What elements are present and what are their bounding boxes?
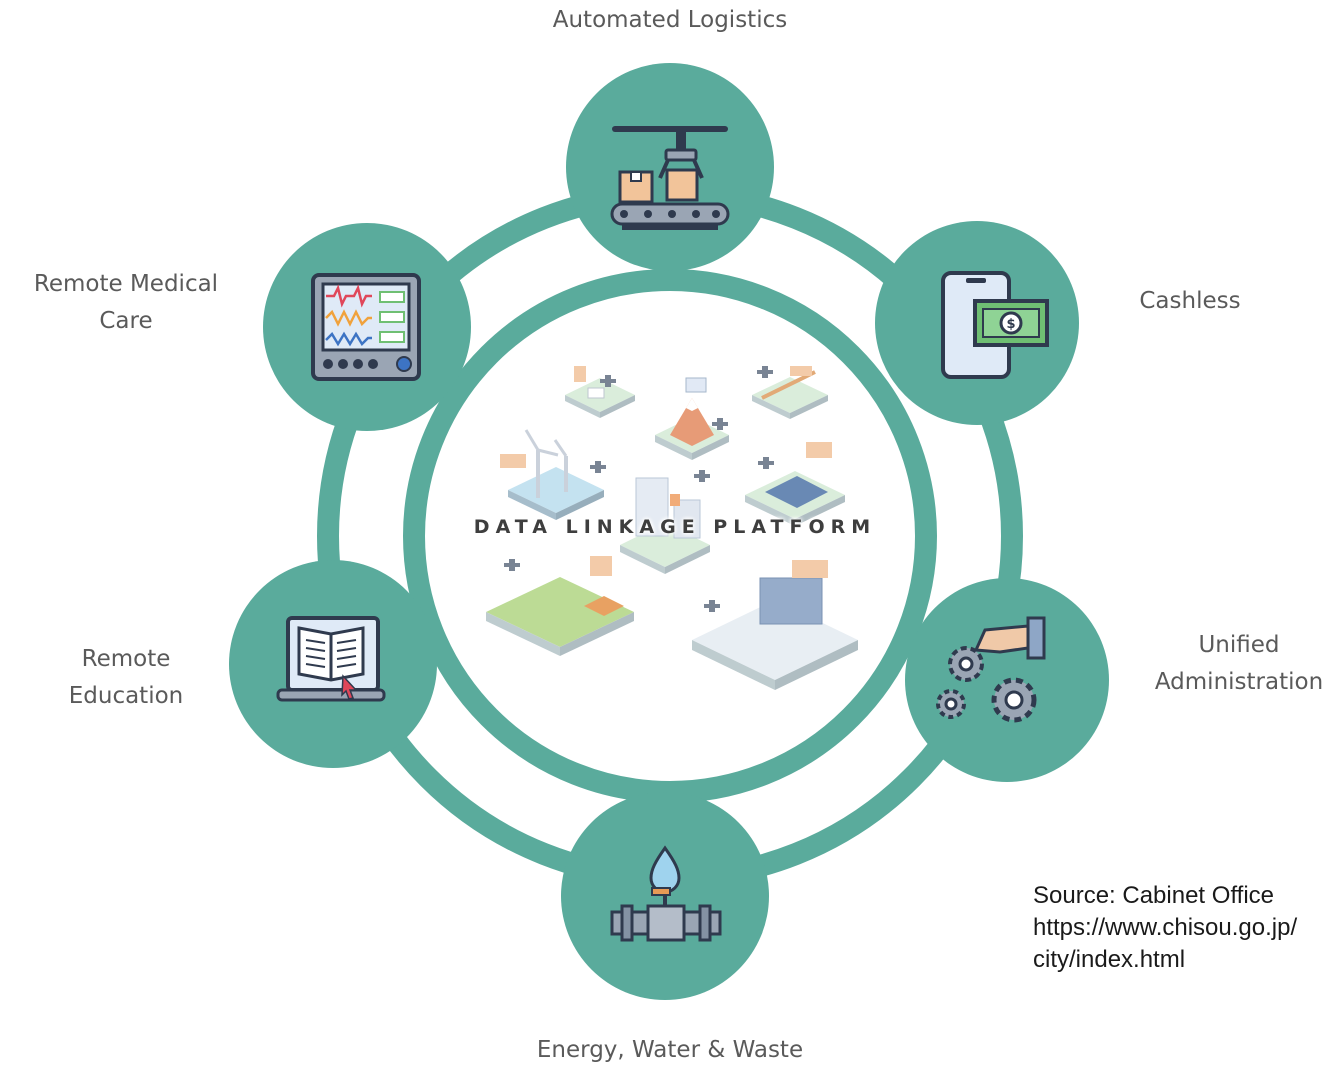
water-pipe-valve-icon xyxy=(610,845,722,942)
energy-water-waste-label: Energy, Water & Waste xyxy=(470,1032,870,1069)
smart-city-illustration xyxy=(486,366,858,690)
wind-turbine-tile-icon xyxy=(500,429,604,520)
vital-signs-monitor-icon xyxy=(311,273,421,381)
remote-education-label: Remote Education xyxy=(26,641,226,715)
source-line: Source: Cabinet Office xyxy=(1033,882,1275,909)
cashless-label: Cashless xyxy=(1110,283,1270,320)
village-tile-icon xyxy=(565,366,635,418)
smartphone-cash-icon: $ xyxy=(941,271,1049,379)
label-line: Education xyxy=(68,683,184,709)
hand-gears-icon xyxy=(936,616,1046,723)
label-line: Remote Medical xyxy=(33,271,219,297)
road-tile-icon xyxy=(752,366,828,419)
source-citation: Source: Cabinet Office https://www.chiso… xyxy=(1033,880,1344,976)
label-line: Cashless xyxy=(1139,288,1241,314)
mountain-tile-icon xyxy=(655,377,729,460)
farm-tile-icon xyxy=(486,556,634,656)
source-url-continued: city/index.html xyxy=(1033,946,1186,973)
solar-panel-tile-icon xyxy=(745,442,845,526)
automated-logistics-circle xyxy=(566,63,774,271)
remote-medical-care-label: Remote Medical Care xyxy=(6,266,246,340)
buildings-tile-icon xyxy=(620,477,710,574)
automated-logistics-label: Automated Logistics xyxy=(470,2,870,39)
svg-text:$: $ xyxy=(1006,317,1015,332)
label-line: Unified xyxy=(1198,632,1280,658)
drone-icons xyxy=(504,366,774,612)
platform-title: DATA LINKAGE PLATFORM xyxy=(473,516,877,538)
label-line: Remote xyxy=(81,646,171,672)
unified-administration-label: Unified Administration xyxy=(1134,627,1344,701)
label-line: Care xyxy=(99,308,153,334)
laptop-book-icon xyxy=(276,616,386,702)
label-line: Automated Logistics xyxy=(552,7,788,33)
label-line: Energy, Water & Waste xyxy=(536,1037,804,1063)
source-url: https://www.chisou.go.jp/ xyxy=(1033,914,1298,941)
factory-tile-icon xyxy=(692,560,858,690)
conveyor-belt-robot-arm-icon xyxy=(610,126,730,230)
label-line: Administration xyxy=(1154,669,1324,695)
